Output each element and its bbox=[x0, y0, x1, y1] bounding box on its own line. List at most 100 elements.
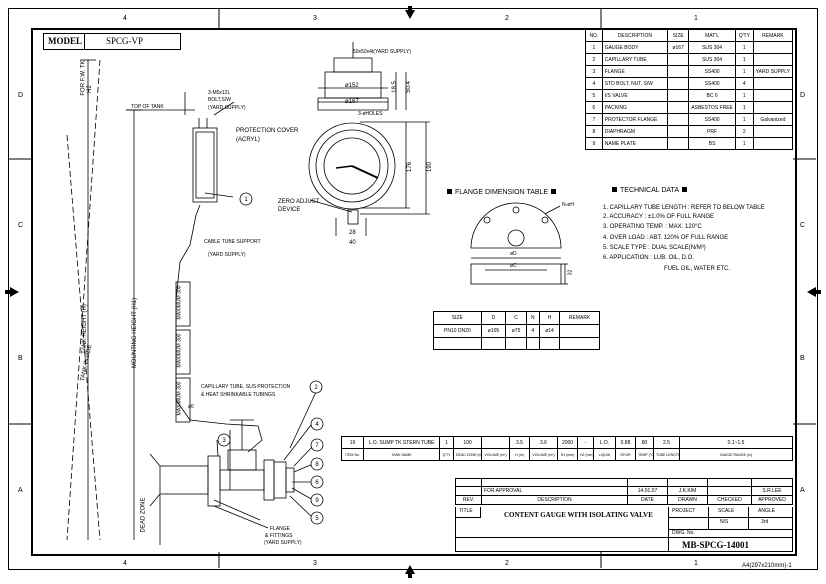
balloon-numbers: 1 2 3 4 5 7 8 6 9 bbox=[222, 197, 319, 522]
capillary-1: CAPILLARY TUBE, SUS PROTECTION bbox=[201, 384, 291, 390]
dim-190: 190 bbox=[427, 161, 434, 173]
angle-label: ANGLE bbox=[758, 508, 775, 514]
item-cell: 0.1~1.5 bbox=[679, 436, 793, 449]
phi-c: øC bbox=[510, 263, 517, 269]
rev-header-cell: DRAWN bbox=[667, 495, 708, 505]
balloon-8: 8 bbox=[315, 462, 319, 468]
row-label-right-d: D bbox=[800, 92, 806, 99]
parts-header-remark: REMARK bbox=[752, 29, 794, 42]
row-label-right-c: C bbox=[800, 222, 806, 229]
max300-2: MAXIMUM 300 bbox=[176, 333, 183, 368]
col-label-bottom-3: 3 bbox=[313, 560, 317, 567]
flange-h-c: C bbox=[505, 311, 527, 325]
flange-h-h: H bbox=[538, 311, 561, 325]
dim-32: 32 bbox=[567, 269, 574, 276]
scale-label: SCALE bbox=[718, 508, 735, 514]
model-value: SPCG-VP bbox=[106, 36, 144, 46]
item-cell: L.O. bbox=[593, 436, 616, 449]
rev-cell: S.R.LEE bbox=[751, 486, 793, 496]
tech-line-5: 5. SCALE TYPE : DUAL SCALE(N/M³) bbox=[603, 245, 706, 251]
cable-support-2: (YARD SUPPLY) bbox=[208, 252, 246, 258]
model-label: MODEL bbox=[48, 36, 83, 46]
scale-value: N/S bbox=[720, 519, 729, 525]
item-cell bbox=[481, 436, 510, 449]
angle-value: 3rd bbox=[761, 519, 769, 525]
dead-zone: DEAD ZONE bbox=[140, 497, 147, 533]
col-label-bottom-1: 1 bbox=[694, 560, 698, 567]
tech-line-2: 2. ACCURACY : ±1.0% OF FULL RANGE bbox=[603, 214, 714, 220]
row-label-right-a: A bbox=[800, 487, 805, 494]
flange-empty-row bbox=[433, 337, 600, 350]
tech-line-3: 3. OPERATING TEMP. : MAX. 120°C bbox=[603, 224, 702, 230]
item-header-cell: H1 (mm) bbox=[557, 448, 578, 461]
rev-header-cell: CHECKED bbox=[707, 495, 752, 505]
bolt-3: (YARD SUPPLY) bbox=[208, 105, 246, 111]
col-label-top-3: 3 bbox=[313, 15, 317, 22]
item-cell: 3.6 bbox=[529, 436, 558, 449]
project-label: PROJECT bbox=[672, 508, 696, 514]
zero-adjust-2: DEVICE bbox=[278, 207, 301, 213]
mounting-height: MOUNTING HEIGHT (H1) bbox=[132, 297, 139, 369]
item-cell: L.O. SUMP TK STERN TUBE bbox=[363, 436, 440, 449]
rev-header-cell: REV. bbox=[455, 495, 482, 505]
n-phi-h: N-øH bbox=[562, 202, 574, 208]
title-label: TITLE bbox=[459, 508, 473, 514]
dwg-no: MB-SPCG-14001 bbox=[682, 540, 749, 550]
flange-c-h: ø14 bbox=[538, 324, 561, 338]
paper-size: A4(297x210mm)-1 bbox=[742, 563, 792, 569]
rev-header-cell: DESCRIPTION bbox=[481, 495, 628, 505]
technical-title: TECHNICAL DATA bbox=[612, 187, 687, 194]
for-fw-tank: FOR F.W. TK bbox=[80, 60, 87, 96]
drawing-title: CONTENT GAUGE WITH ISOLATING VALVE bbox=[504, 511, 653, 519]
flange-h-d: D bbox=[480, 311, 507, 325]
dim-167: ø167 bbox=[345, 99, 359, 105]
item-header-cell: TANK NAME bbox=[363, 448, 440, 461]
item-cell: 100 bbox=[453, 436, 482, 449]
model-box: MODEL SPCG-VP bbox=[43, 33, 181, 50]
holes-label: 3-øHOLES bbox=[358, 111, 383, 117]
h2-label: H2 bbox=[86, 85, 93, 93]
rev-cell: J.K.KIM bbox=[667, 486, 708, 496]
item-header-cell: VOLUME (m³) bbox=[529, 448, 558, 461]
flange-3: (YARD SUPPLY) bbox=[264, 540, 302, 546]
row-label-right-b: B bbox=[800, 355, 805, 362]
rev-header-cell: APPROVED bbox=[751, 495, 793, 505]
title-block: TITLE CONTENT GAUGE WITH ISOLATING VALVE… bbox=[455, 507, 793, 552]
col-label-bottom-4: 4 bbox=[123, 560, 127, 567]
item-cell: 80 bbox=[635, 436, 654, 449]
parts-header-row: NO. DESCRIPTION SIZE MAT'L Q'TY REMARK bbox=[585, 29, 794, 42]
col-label-top-2: 2 bbox=[505, 15, 509, 22]
rev-cell: 14.01.07 bbox=[627, 486, 668, 496]
item-header-cell: Q'TY bbox=[439, 448, 454, 461]
protection-cover-2: (ACRYL) bbox=[236, 137, 260, 143]
flange-c-size: PN10 DN20 bbox=[433, 324, 482, 338]
item-cell: 1 bbox=[439, 436, 454, 449]
item-cell: 3.5 bbox=[509, 436, 530, 449]
rev-empty-row bbox=[455, 478, 793, 487]
top-of-tank: TOP OF TANK bbox=[131, 104, 164, 110]
balloon-1: 1 bbox=[244, 197, 248, 203]
dwg-no-label: DWG. No. bbox=[672, 530, 695, 536]
balloon-7: 7 bbox=[315, 443, 319, 449]
parts-cell: BC 6 bbox=[688, 89, 736, 102]
balloon-4: 4 bbox=[315, 422, 319, 428]
parts-cell: BS bbox=[688, 137, 736, 150]
item-header-cell: VOLUME (m³) bbox=[481, 448, 510, 461]
flange-table-title-text: FLANGE DIMENSION TABLE bbox=[455, 189, 549, 196]
flange-header-row: SIZE D C N H REMARK bbox=[433, 311, 600, 325]
phi6: ø6 bbox=[188, 404, 194, 410]
dim-40: 40 bbox=[349, 240, 356, 246]
inner-border bbox=[31, 28, 797, 556]
phi-d: øD bbox=[510, 251, 517, 257]
flange-table-title: FLANGE DIMENSION TABLE bbox=[447, 189, 557, 196]
outer-border bbox=[8, 8, 818, 570]
flange-2: & FITTINGS bbox=[265, 533, 293, 539]
